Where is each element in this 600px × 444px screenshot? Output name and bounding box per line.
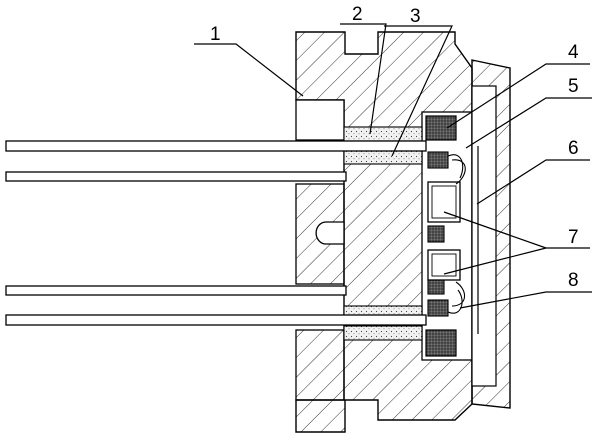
label-2: 2 xyxy=(352,4,363,25)
leader-1 xyxy=(194,43,304,97)
leader-5 xyxy=(465,97,592,149)
bond-wires xyxy=(447,154,466,314)
pad-bottom xyxy=(427,299,449,317)
housing-flange-bottom xyxy=(295,329,345,401)
label-4: 4 xyxy=(568,42,579,63)
housing-slot xyxy=(315,221,345,245)
chip-lower-inner xyxy=(431,253,457,277)
housing-flange-top xyxy=(295,99,345,141)
seal-top-inner xyxy=(343,149,423,165)
chip-lower xyxy=(427,249,461,281)
part-labels: 1 2 3 4 5 6 7 8 xyxy=(210,4,579,291)
chip-upper xyxy=(427,181,461,223)
label-1: 1 xyxy=(210,24,221,45)
housing-body xyxy=(295,31,511,433)
wire-top-1 xyxy=(447,154,464,179)
label-7: 7 xyxy=(568,227,579,248)
label-6: 6 xyxy=(568,138,579,159)
wire-bottom-2 xyxy=(451,281,466,307)
cover-recess xyxy=(471,85,497,387)
pin-4 xyxy=(5,314,427,326)
seal-bottom-outer xyxy=(343,325,423,341)
leader-3 xyxy=(384,25,453,157)
pad-upper-mid xyxy=(427,225,445,243)
leader-7c xyxy=(443,247,547,275)
label-5: 5 xyxy=(568,76,579,97)
pins xyxy=(5,140,427,326)
label-3: 3 xyxy=(410,6,421,27)
pad-top xyxy=(427,151,449,169)
pin-3 xyxy=(5,285,347,296)
ring-top xyxy=(425,115,457,141)
rings xyxy=(425,115,457,357)
wire-bottom-1 xyxy=(447,289,463,314)
leader-2 xyxy=(340,23,387,135)
chip-upper-inner xyxy=(431,185,457,219)
wire-top-2 xyxy=(451,159,466,185)
pad-lower-mid xyxy=(427,279,445,295)
label-8: 8 xyxy=(568,270,579,291)
ring-bottom xyxy=(425,329,457,357)
leader-6 xyxy=(476,159,590,205)
chips xyxy=(427,181,461,281)
leader-lines xyxy=(194,23,592,309)
seal-top-outer xyxy=(343,126,423,142)
leader-4 xyxy=(446,63,590,129)
pin-2 xyxy=(5,171,347,182)
leader-8 xyxy=(459,291,592,309)
leader-7b xyxy=(443,211,547,249)
pin-1 xyxy=(5,140,427,152)
